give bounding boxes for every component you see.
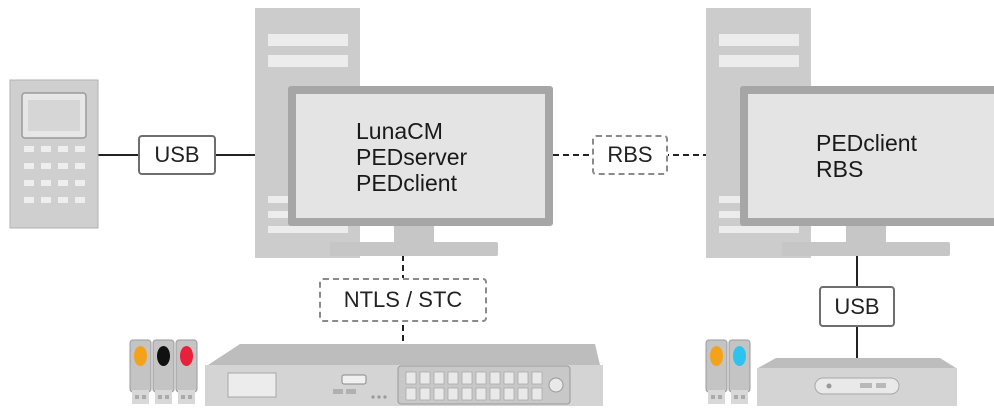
usb-connection-label: USB: [138, 135, 216, 175]
left-monitor: [288, 86, 553, 256]
left-ped-keys: [129, 339, 198, 404]
usb-right-text: USB: [834, 293, 880, 319]
app-label: PEDclient: [816, 130, 917, 156]
app-label: PEDserver: [356, 144, 468, 170]
right-monitor: [740, 86, 994, 256]
ntls-connection-label: NTLS / STC: [319, 278, 487, 322]
black-ped-key: [152, 339, 175, 404]
rbs-text: RBS: [607, 142, 653, 167]
ntls-text: NTLS / STC: [343, 287, 463, 312]
right-ped-keys: [705, 339, 751, 404]
orange-ped-key: [129, 339, 152, 404]
usb-left-text: USB: [154, 142, 200, 167]
rbs-connection-label: RBS: [592, 135, 668, 175]
usb-right-connection-label: USB: [819, 286, 895, 327]
red-ped-key: [175, 339, 198, 404]
network-hsm-appliance: [205, 344, 603, 406]
right-monitor-apps: PEDclient RBS: [816, 130, 917, 182]
usb-hsm-appliance: [757, 358, 957, 406]
app-label: PEDclient: [356, 170, 457, 196]
app-label: RBS: [816, 156, 864, 182]
cyan-ped-key: [728, 339, 751, 404]
ped-keypad-device: [9, 79, 99, 229]
orange-ped-key: [705, 339, 728, 404]
app-label: LunaCM: [356, 118, 443, 144]
left-monitor-apps: LunaCM PEDserver PEDclient: [356, 118, 467, 196]
